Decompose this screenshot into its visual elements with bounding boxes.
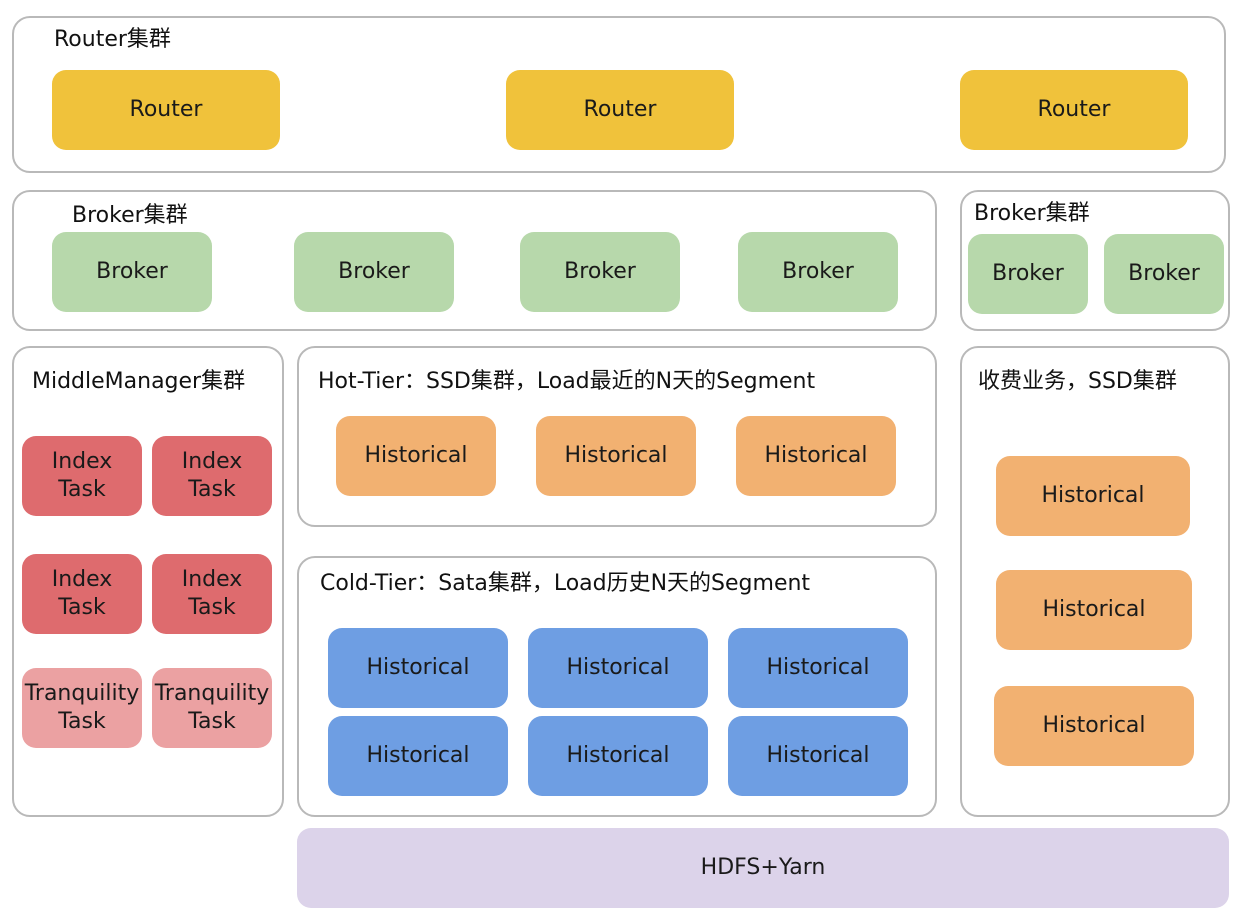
historical-node: Historical (328, 628, 508, 708)
task-line1: Tranquility (154, 681, 270, 706)
broker-node: Broker (738, 232, 898, 312)
task-line1: Index (181, 567, 243, 592)
broker-node: Broker (294, 232, 454, 312)
router-node: Router (506, 70, 734, 150)
historical-node: Historical (996, 570, 1192, 650)
tranquility-task-node: Tranquility Task (22, 668, 142, 748)
historical-node: Historical (728, 628, 908, 708)
cold-tier-label: Cold-Tier：Sata集群，Load历史N天的Segment (320, 571, 811, 596)
broker-node: Broker (52, 232, 212, 312)
index-task-node: Index Task (22, 436, 142, 516)
broker-node: Broker (520, 232, 680, 312)
router-cluster-label: Router集群 (54, 27, 171, 52)
broker-cluster-main-label: Broker集群 (72, 203, 188, 228)
task-line2: Task (188, 709, 236, 734)
task-line2: Task (58, 477, 106, 502)
broker-node: Broker (1104, 234, 1224, 314)
broker-cluster-side-label: Broker集群 (974, 201, 1090, 226)
historical-node: Historical (994, 686, 1194, 766)
router-node: Router (960, 70, 1188, 150)
historical-node: Historical (728, 716, 908, 796)
historical-node: Historical (336, 416, 496, 496)
middlemanager-cluster-label: MiddleManager集群 (32, 369, 246, 394)
paid-business-label: 收费业务，SSD集群 (978, 369, 1177, 394)
task-line1: Index (181, 449, 243, 474)
router-node: Router (52, 70, 280, 150)
historical-node: Historical (528, 716, 708, 796)
task-line2: Task (188, 477, 236, 502)
task-line2: Task (58, 709, 106, 734)
hot-tier-label: Hot-Tier：SSD集群，Load最近的N天的Segment (318, 369, 816, 394)
hdfs-yarn-bar: HDFS+Yarn (297, 828, 1229, 908)
index-task-node: Index Task (152, 436, 272, 516)
broker-node: Broker (968, 234, 1088, 314)
historical-node: Historical (996, 456, 1190, 536)
historical-node: Historical (736, 416, 896, 496)
index-task-node: Index Task (152, 554, 272, 634)
historical-node: Historical (528, 628, 708, 708)
historical-node: Historical (536, 416, 696, 496)
task-line1: Tranquility (24, 681, 140, 706)
tranquility-task-node: Tranquility Task (152, 668, 272, 748)
task-line1: Index (51, 567, 113, 592)
index-task-node: Index Task (22, 554, 142, 634)
task-line1: Index (51, 449, 113, 474)
task-line2: Task (188, 595, 236, 620)
historical-node: Historical (328, 716, 508, 796)
task-line2: Task (58, 595, 106, 620)
